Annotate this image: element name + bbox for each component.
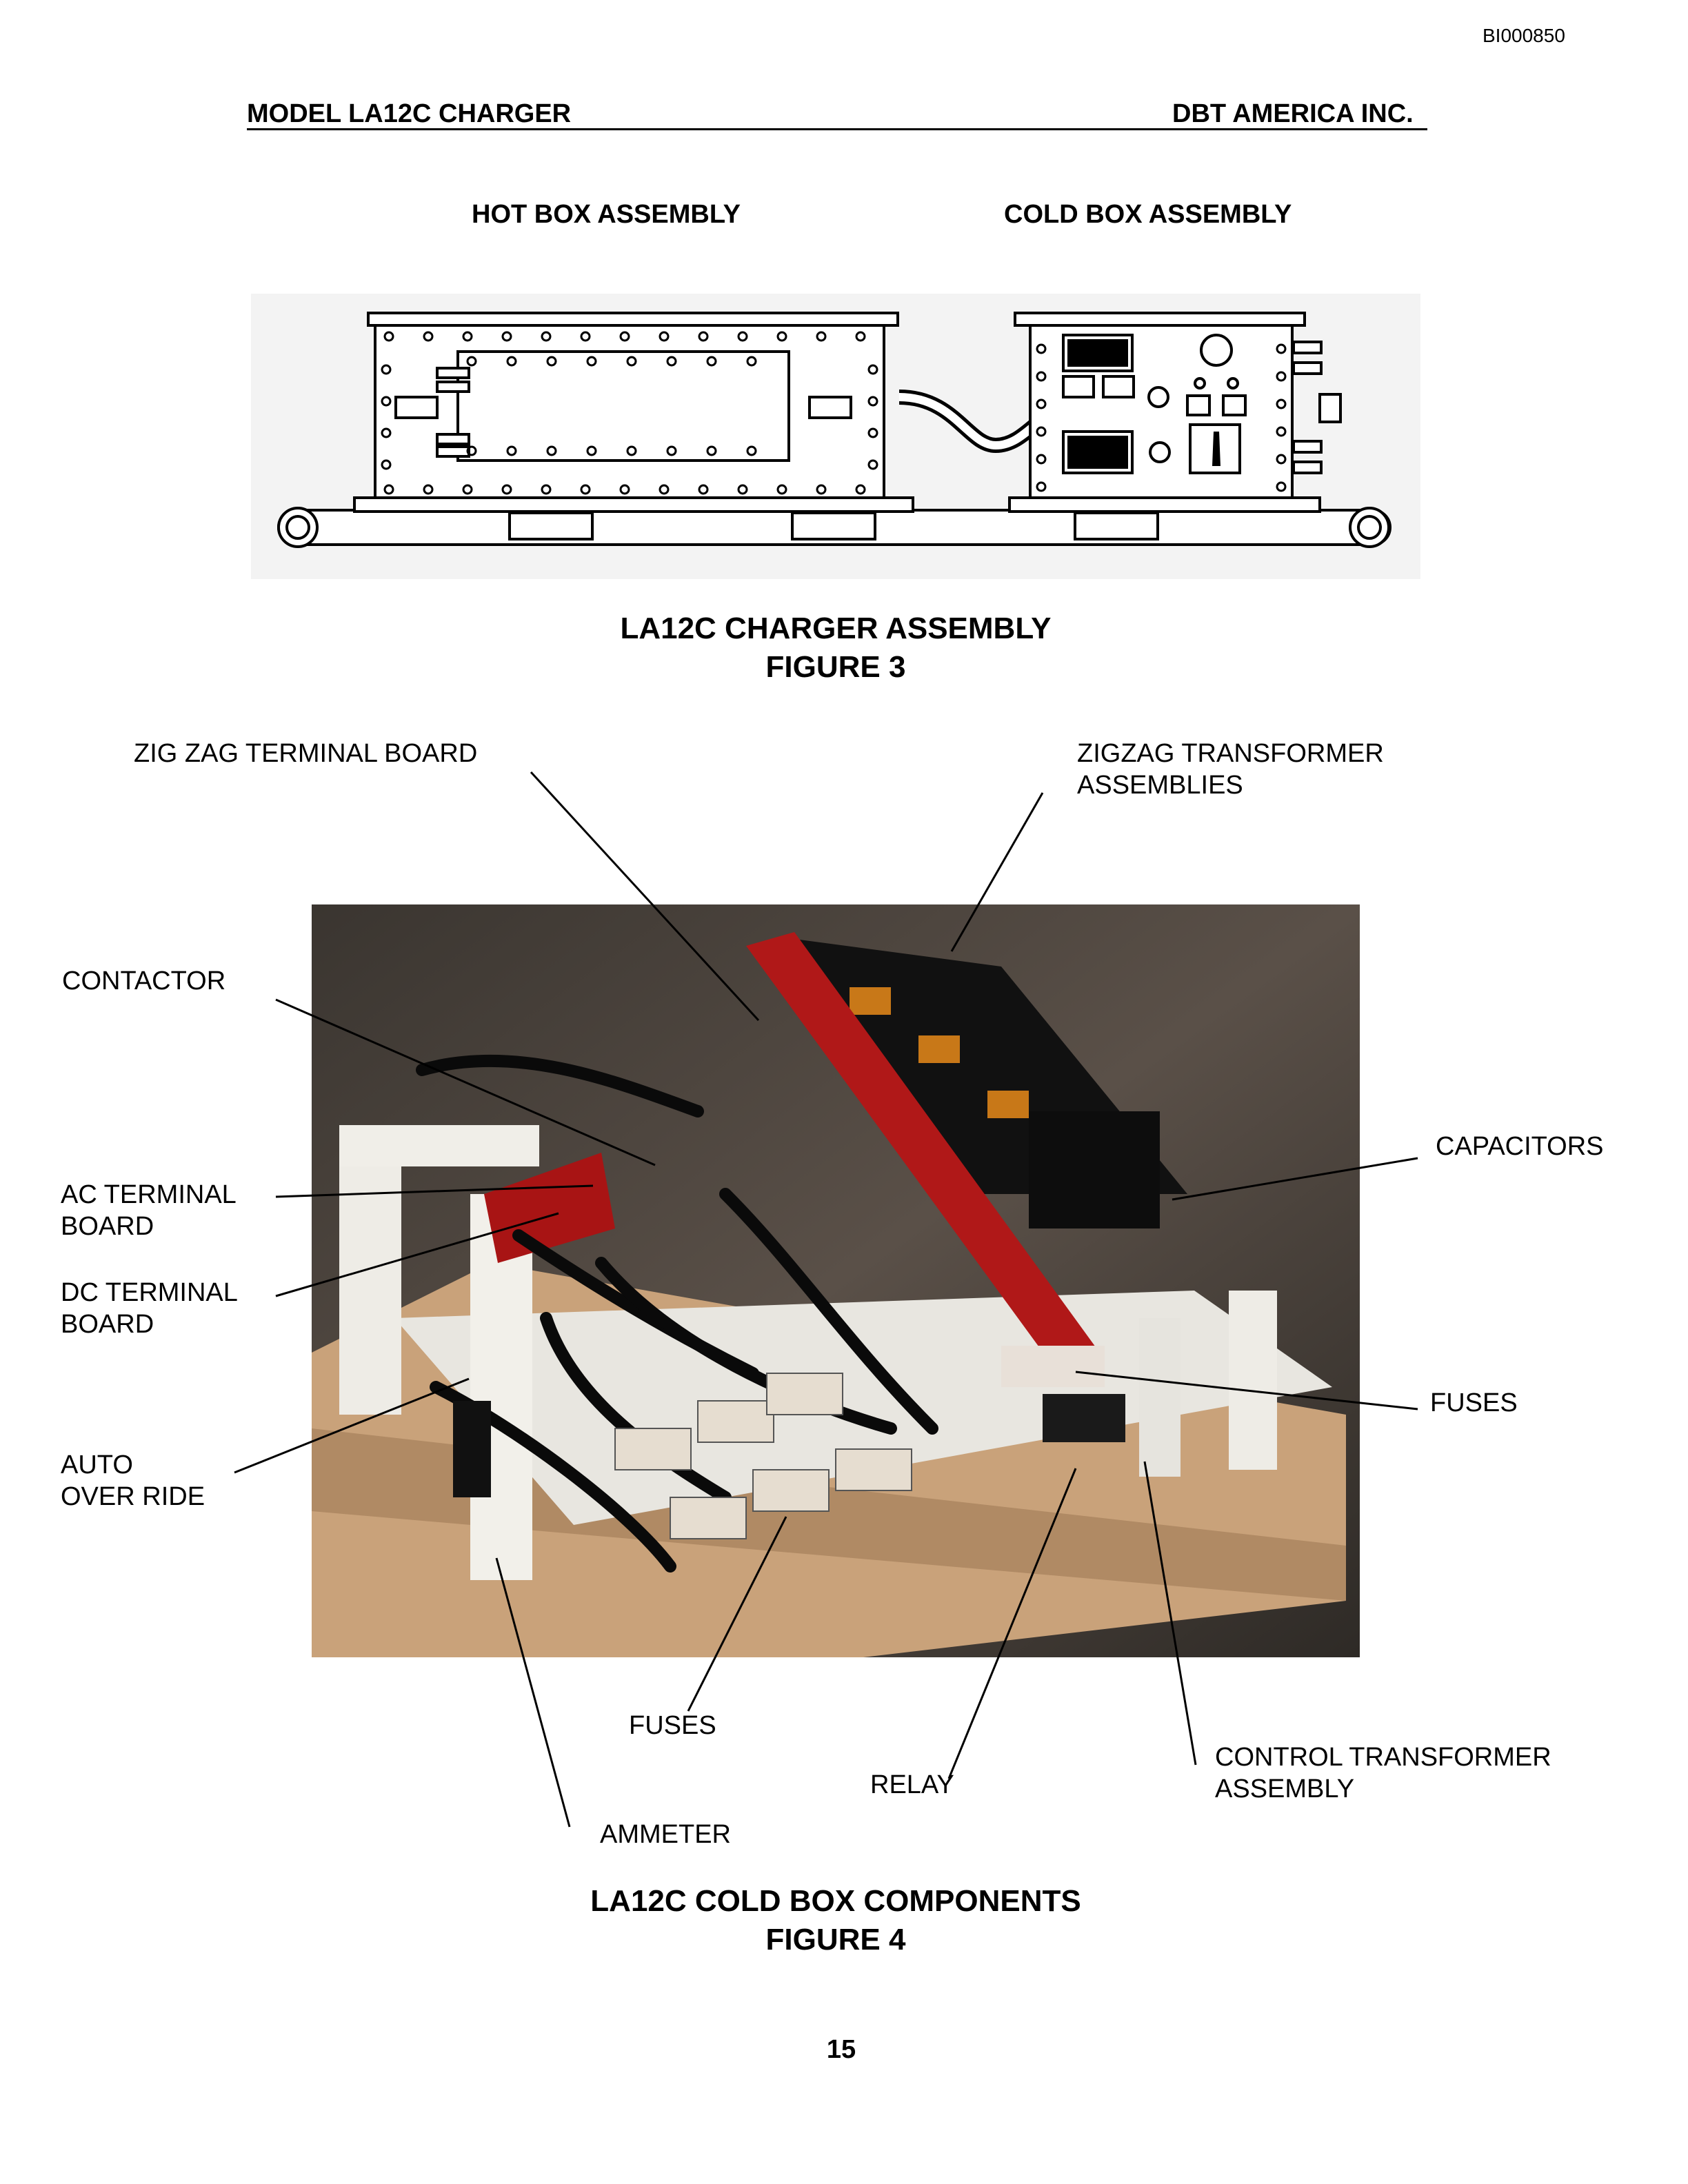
bolt-icon xyxy=(580,331,591,342)
header-rule xyxy=(247,128,1427,130)
bolt-icon xyxy=(626,356,637,367)
bolt-icon xyxy=(381,427,392,438)
bolt-icon xyxy=(381,396,392,407)
label-contactor: CONTACTOR xyxy=(62,967,226,995)
bolt-icon xyxy=(381,459,392,470)
label-control-transformer-line1: CONTROL TRANSFORMER xyxy=(1215,1743,1551,1772)
bolt-icon xyxy=(746,356,757,367)
page-number: 15 xyxy=(826,2035,856,2064)
bolt-icon xyxy=(423,484,434,495)
header-model: MODEL LA12C CHARGER xyxy=(247,99,572,128)
bolt-icon xyxy=(381,364,392,375)
figure3-caption-number: FIGURE 3 xyxy=(765,650,906,684)
bolt-icon xyxy=(816,331,827,342)
label-capacitors: CAPACITORS xyxy=(1436,1132,1604,1161)
hot-box-label: HOT BOX ASSEMBLY xyxy=(472,200,741,229)
bolt-icon xyxy=(816,484,827,495)
bolt-icon xyxy=(867,427,878,438)
label-ac-terminal-line1: AC TERMINAL xyxy=(61,1180,237,1209)
label-fuses-right: FUSES xyxy=(1430,1388,1518,1417)
bolt-icon xyxy=(1036,454,1047,465)
cold-box-components-photo xyxy=(312,904,1360,1657)
bolt-icon xyxy=(1036,371,1047,382)
bolt-icon xyxy=(466,445,477,456)
bolt-icon xyxy=(586,445,597,456)
figure4-caption-title: LA12C COLD BOX COMPONENTS xyxy=(590,1884,1081,1918)
label-zigzag-transformer-line2: ASSEMBLIES xyxy=(1077,771,1243,800)
bolt-icon xyxy=(383,331,394,342)
document-id: BI000850 xyxy=(1483,25,1565,46)
bolt-icon xyxy=(776,484,787,495)
bolt-icon xyxy=(626,445,637,456)
bolt-icon xyxy=(506,445,517,456)
bolt-icon xyxy=(423,331,434,342)
bolt-icon xyxy=(1276,481,1287,492)
bolt-icon xyxy=(737,484,748,495)
bolt-icon xyxy=(619,484,630,495)
bolt-icon xyxy=(580,484,591,495)
bolt-icon xyxy=(666,445,677,456)
label-auto-line1: AUTO xyxy=(61,1450,133,1479)
label-relay: RELAY xyxy=(870,1770,954,1799)
bolt-icon xyxy=(546,356,557,367)
bolt-icon xyxy=(706,445,717,456)
bolt-icon xyxy=(867,396,878,407)
bolt-icon xyxy=(586,356,597,367)
cold-box-label: COLD BOX ASSEMBLY xyxy=(1004,200,1292,229)
label-fuses-bottom: FUSES xyxy=(629,1711,716,1740)
bolt-icon xyxy=(466,356,477,367)
label-dc-terminal-line2: BOARD xyxy=(61,1310,154,1339)
figure3-caption-title: LA12C CHARGER ASSEMBLY xyxy=(620,611,1052,645)
figure4-caption-number: FIGURE 4 xyxy=(765,1923,906,1957)
bolt-icon xyxy=(1276,426,1287,437)
bolt-icon xyxy=(659,484,670,495)
bolt-icon xyxy=(666,356,677,367)
bolt-icon xyxy=(867,459,878,470)
bolt-icon xyxy=(1276,343,1287,354)
bolt-icon xyxy=(1276,398,1287,410)
label-zigzag-transformer-line1: ZIGZAG TRANSFORMER xyxy=(1077,739,1384,768)
bolt-icon xyxy=(501,484,512,495)
bolt-icon xyxy=(706,356,717,367)
bolt-icon xyxy=(506,356,517,367)
bolt-icon xyxy=(855,484,866,495)
bolt-icon xyxy=(1036,398,1047,410)
charger-assembly-drawing xyxy=(251,294,1420,579)
bolt-icon xyxy=(619,331,630,342)
bolt-icon xyxy=(1036,343,1047,354)
bolt-icon xyxy=(737,331,748,342)
bolt-icon xyxy=(855,331,866,342)
bolt-icon xyxy=(1276,371,1287,382)
bolt-icon xyxy=(776,331,787,342)
bolt-icon xyxy=(746,445,757,456)
bolt-icon xyxy=(462,331,473,342)
bolt-icon xyxy=(698,484,709,495)
label-zig-zag-terminal-board: ZIG ZAG TERMINAL BOARD xyxy=(134,739,478,768)
bolt-icon xyxy=(541,484,552,495)
bolt-icon xyxy=(546,445,557,456)
bolt-icon xyxy=(383,484,394,495)
bolt-icon xyxy=(462,484,473,495)
bolt-icon xyxy=(1276,454,1287,465)
label-ac-terminal-line2: BOARD xyxy=(61,1212,154,1241)
bolt-icon xyxy=(867,364,878,375)
label-control-transformer-line2: ASSEMBLY xyxy=(1215,1775,1355,1803)
label-dc-terminal-line1: DC TERMINAL xyxy=(61,1278,238,1307)
bolt-icon xyxy=(659,331,670,342)
bolt-icon xyxy=(698,331,709,342)
bolt-icon xyxy=(541,331,552,342)
bolt-icon xyxy=(1036,426,1047,437)
label-ammeter: AMMETER xyxy=(600,1820,731,1849)
header-company: DBT AMERICA INC. xyxy=(1172,99,1414,128)
label-auto-line2: OVER RIDE xyxy=(61,1482,205,1511)
bolt-icon xyxy=(1036,481,1047,492)
bolt-icon xyxy=(501,331,512,342)
